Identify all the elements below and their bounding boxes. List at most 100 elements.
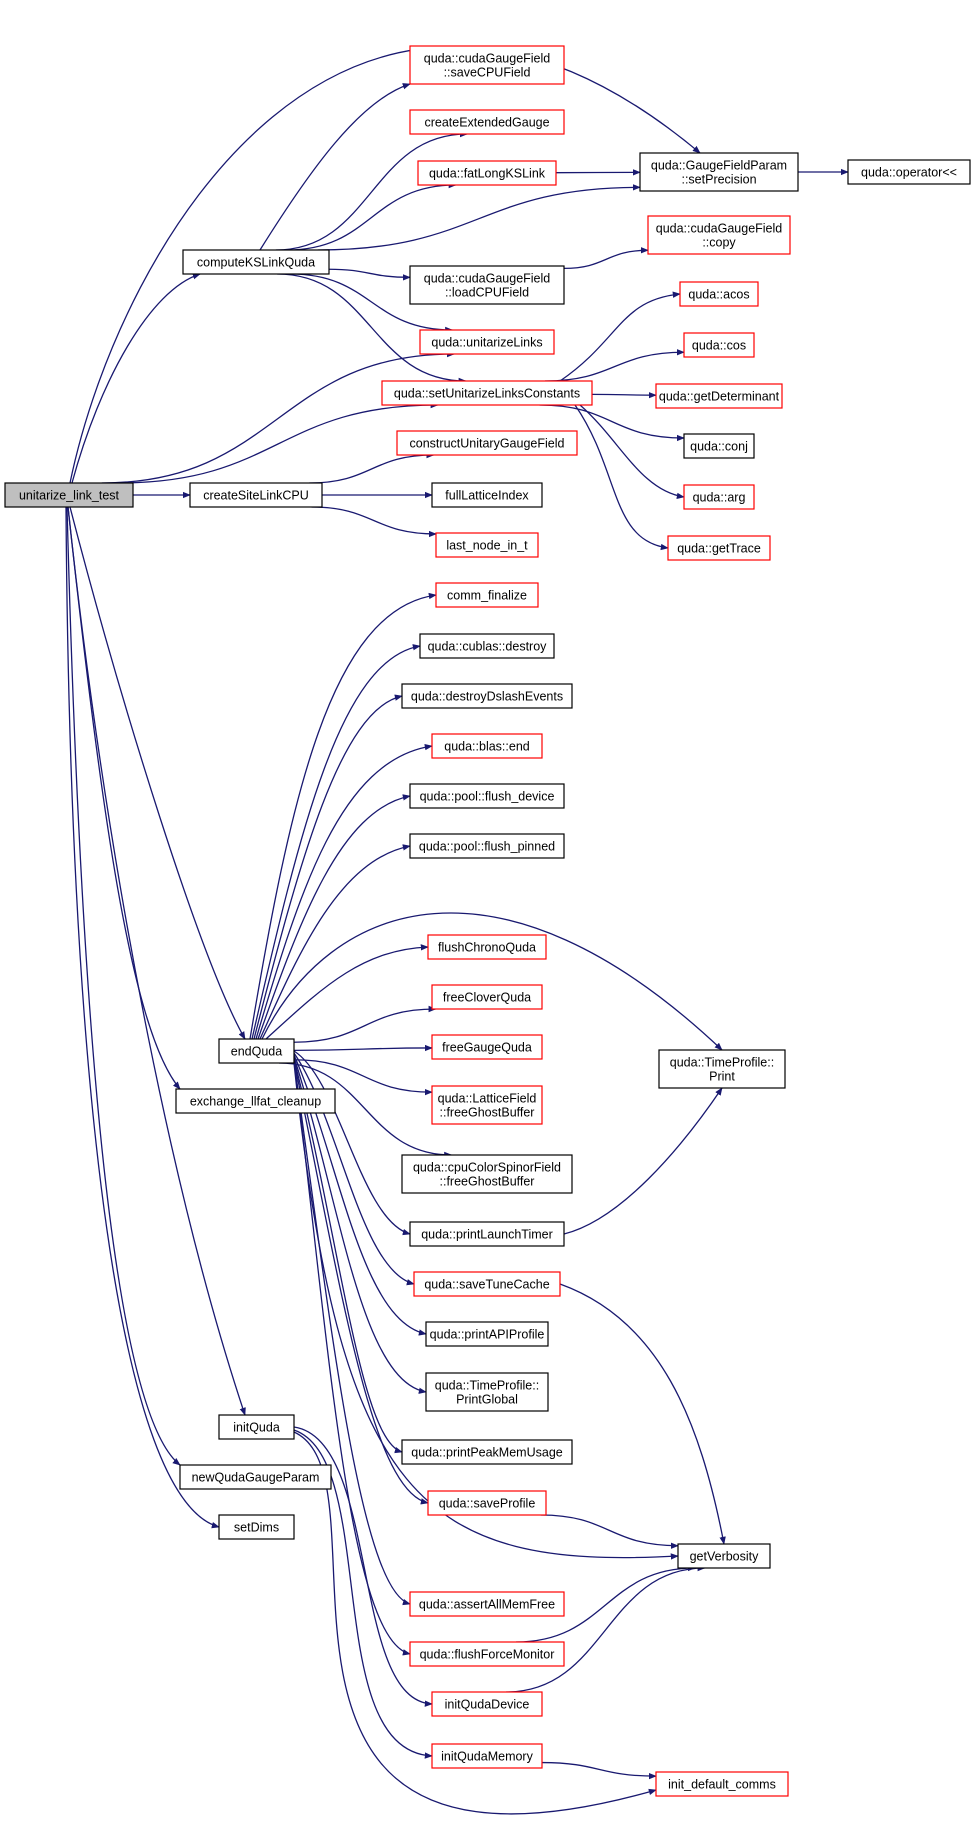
edge-arrow bbox=[66, 506, 181, 1466]
node-box bbox=[409, 1641, 565, 1667]
node-setUnitarizeLinksConstants[interactable]: quda::setUnitarizeLinksConstants bbox=[381, 380, 593, 406]
edge-arrow bbox=[290, 273, 454, 334]
node-freeGaugeQuda[interactable]: freeGaugeQuda bbox=[431, 1034, 543, 1060]
node-cublas_destroy[interactable]: quda::cublas::destroy bbox=[419, 633, 555, 659]
node-createExtendedGauge[interactable]: createExtendedGauge bbox=[409, 109, 565, 135]
node-label: quda::operator<< bbox=[861, 166, 957, 180]
node-unitarizeLinks[interactable]: quda::unitarizeLinks bbox=[419, 329, 555, 355]
node-freeCloverQuda[interactable]: freeCloverQuda bbox=[431, 984, 543, 1010]
node-label: init_default_comms bbox=[668, 1778, 776, 1792]
node-acos[interactable]: quda::acos bbox=[679, 281, 759, 307]
node-fullLatticeIndex[interactable]: fullLatticeIndex bbox=[431, 482, 543, 508]
node-conj[interactable]: quda::conj bbox=[683, 433, 755, 459]
node-label: quda::TimeProfile:: bbox=[435, 1379, 539, 1393]
node-getDeterminant[interactable]: quda::getDeterminant bbox=[655, 383, 783, 409]
edge-flushForceMonitor-to-getVerbosity bbox=[516, 1564, 696, 1643]
node-box bbox=[427, 934, 547, 960]
node-box bbox=[179, 1464, 332, 1490]
node-printPeakMemUsage[interactable]: quda::printPeakMemUsage bbox=[401, 1439, 573, 1465]
edge-saveProfile-to-getVerbosity bbox=[540, 1514, 679, 1549]
edge-arrow bbox=[293, 1056, 427, 1394]
node-constructUnitaryGaugeField[interactable]: constructUnitaryGaugeField bbox=[396, 430, 578, 456]
node-setDims[interactable]: setDims bbox=[218, 1514, 295, 1540]
node-flush_pinned[interactable]: quda::pool::flush_pinned bbox=[409, 833, 565, 859]
node-loadCPUField[interactable]: quda::cudaGaugeField::loadCPUField bbox=[409, 265, 565, 305]
edge-arrow bbox=[265, 944, 429, 1040]
node-csf_freeGhostBuffer[interactable]: quda::cpuColorSpinorField::freeGhostBuff… bbox=[401, 1154, 573, 1194]
node-box bbox=[431, 1085, 543, 1125]
node-getTrace[interactable]: quda::getTrace bbox=[667, 535, 771, 561]
node-label: getVerbosity bbox=[690, 1550, 760, 1564]
edge-arrow bbox=[259, 844, 411, 1040]
node-box bbox=[409, 109, 565, 135]
node-initQuda[interactable]: initQuda bbox=[218, 1414, 295, 1440]
edge-initQuda-to-initQudaMemory bbox=[293, 1429, 433, 1759]
node-fatLongKSLink[interactable]: quda::fatLongKSLink bbox=[417, 160, 557, 186]
edge-endQuda-to-flush_pinned bbox=[259, 844, 411, 1040]
node-initQudaDevice[interactable]: initQudaDevice bbox=[431, 1691, 543, 1717]
node-box bbox=[431, 482, 543, 508]
node-last_node_in_t[interactable]: last_node_in_t bbox=[435, 532, 539, 558]
node-flushForceMonitor[interactable]: quda::flushForceMonitor bbox=[409, 1641, 565, 1667]
node-TimeProfile_Print[interactable]: quda::TimeProfile::Print bbox=[658, 1049, 786, 1089]
node-setPrecision[interactable]: quda::GaugeFieldParam::setPrecision bbox=[639, 152, 799, 192]
node-saveTuneCache[interactable]: quda::saveTuneCache bbox=[413, 1271, 561, 1297]
node-destroyDslashEvents[interactable]: quda::destroyDslashEvents bbox=[401, 683, 573, 709]
edge-arrow bbox=[69, 46, 701, 484]
edge-endQuda-to-flushChronoQuda bbox=[265, 944, 429, 1040]
node-box bbox=[409, 1221, 565, 1247]
node-box bbox=[647, 215, 791, 255]
node-flushChronoQuda[interactable]: flushChronoQuda bbox=[427, 934, 547, 960]
node-init_default_comms[interactable]: init_default_comms bbox=[655, 1771, 789, 1797]
edge-arrow bbox=[540, 1514, 679, 1549]
node-box bbox=[409, 783, 565, 809]
edge-computeKSLinkQuda-to-setUnitarizeLinksConstants bbox=[277, 273, 467, 385]
edge-endQuda-to-assertAllMemFree bbox=[293, 1060, 411, 1606]
node-printLaunchTimer[interactable]: quda::printLaunchTimer bbox=[409, 1221, 565, 1247]
node-label: newQudaGaugeParam bbox=[192, 1471, 320, 1485]
node-initQudaMemory[interactable]: initQudaMemory bbox=[431, 1743, 543, 1769]
node-exchange_llfat_cleanup[interactable]: exchange_llfat_cleanup bbox=[175, 1088, 336, 1114]
edge-arrow bbox=[293, 1058, 403, 1454]
edge-arrow bbox=[328, 268, 411, 281]
edge-arrow bbox=[293, 1052, 415, 1286]
node-assertAllMemFree[interactable]: quda::assertAllMemFree bbox=[409, 1591, 565, 1617]
node-box bbox=[431, 984, 543, 1010]
node-box bbox=[431, 733, 543, 759]
edge-arrow bbox=[579, 404, 685, 500]
node-label: quda::getTrace bbox=[677, 542, 761, 556]
node-saveProfile[interactable]: quda::saveProfile bbox=[427, 1490, 547, 1516]
node-label: initQudaDevice bbox=[445, 1698, 530, 1712]
node-copy[interactable]: quda::cudaGaugeField::copy bbox=[647, 215, 791, 255]
edge-createSiteLinkCPU-to-last_node_in_t bbox=[311, 506, 437, 538]
node-newQudaGaugeParam[interactable]: newQudaGaugeParam bbox=[179, 1464, 332, 1490]
node-saveCPUField[interactable]: quda::cudaGaugeField::saveCPUField bbox=[409, 45, 565, 85]
node-blas_end[interactable]: quda::blas::end bbox=[431, 733, 543, 759]
node-label: unitarize_link_test bbox=[19, 489, 120, 503]
node-arg[interactable]: quda::arg bbox=[683, 484, 755, 510]
edge-setUnitarizeLinksConstants-to-conj bbox=[539, 404, 685, 442]
node-operator[interactable]: quda::operator<< bbox=[847, 159, 971, 185]
node-PrintGlobal[interactable]: quda::TimeProfile::PrintGlobal bbox=[425, 1372, 549, 1412]
node-label: freeGaugeQuda bbox=[442, 1041, 532, 1055]
edge-arrow bbox=[516, 1564, 696, 1643]
node-getVerbosity[interactable]: getVerbosity bbox=[677, 1543, 771, 1569]
node-comm_finalize[interactable]: comm_finalize bbox=[435, 582, 539, 608]
node-label: quda::assertAllMemFree bbox=[419, 1598, 555, 1612]
edge-arrow bbox=[293, 1429, 433, 1759]
node-lf_freeGhostBuffer[interactable]: quda::LatticeField::freeGhostBuffer bbox=[431, 1085, 543, 1125]
node-label: PrintGlobal bbox=[456, 1393, 518, 1407]
node-flush_device[interactable]: quda::pool::flush_device bbox=[409, 783, 565, 809]
node-label: quda::saveProfile bbox=[439, 1497, 536, 1511]
node-endQuda[interactable]: endQuda bbox=[218, 1038, 295, 1064]
node-createSiteLinkCPU[interactable]: createSiteLinkCPU bbox=[189, 482, 323, 508]
node-cos[interactable]: quda::cos bbox=[683, 332, 755, 358]
edge-saveTuneCache-to-getVerbosity bbox=[559, 1283, 726, 1545]
node-label: quda::GaugeFieldParam bbox=[651, 159, 787, 173]
edge-arrow bbox=[311, 506, 437, 538]
node-computeKSLinkQuda[interactable]: computeKSLinkQuda bbox=[182, 249, 330, 275]
node-printAPIProfile[interactable]: quda::printAPIProfile bbox=[425, 1321, 549, 1347]
node-box bbox=[639, 152, 799, 192]
edge-arrow bbox=[563, 247, 649, 270]
edge-computeKSLinkQuda-to-loadCPUField bbox=[328, 268, 411, 281]
